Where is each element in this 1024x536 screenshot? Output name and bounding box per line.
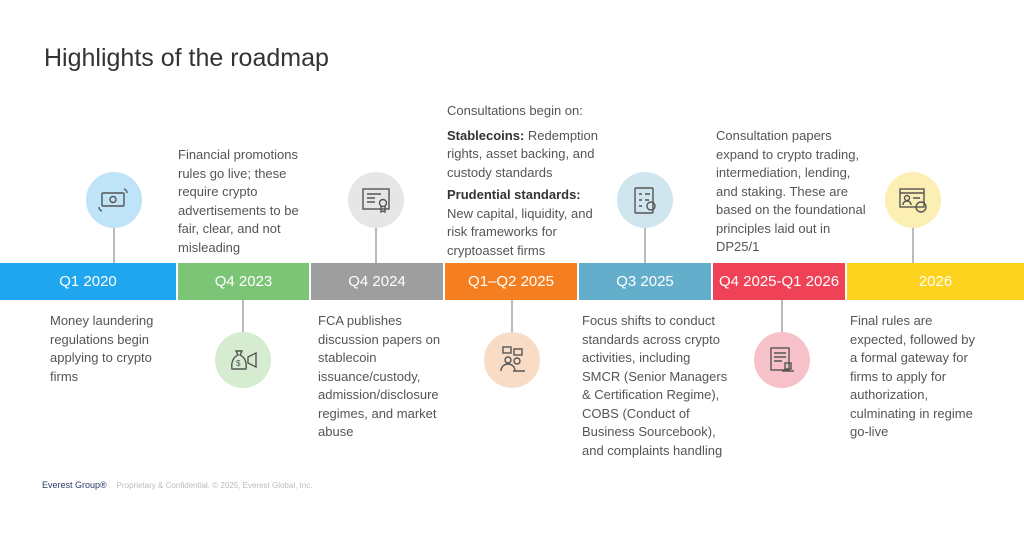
stablecoins-item: Stablecoins: Redemption rights, asset ba…	[447, 127, 603, 183]
milestone-text: Money laundering regulations begin apply…	[50, 313, 154, 384]
consultation-icon	[484, 332, 540, 388]
footer-text: Proprietary & Confidential. © 2025, Ever…	[116, 480, 313, 490]
milestone-text: Focus shifts to conduct standards across…	[582, 313, 728, 458]
connector	[113, 228, 115, 263]
legal-document-icon	[754, 332, 810, 388]
milestone-text: Final rules are expected, followed by a …	[850, 313, 976, 439]
connector	[375, 228, 377, 263]
footer: Everest Group® Proprietary & Confidentia…	[42, 480, 312, 490]
segment-q4-2023: Q4 2023	[178, 263, 309, 300]
connector	[912, 228, 914, 263]
connector	[511, 300, 513, 332]
money-bag-megaphone-icon: $	[215, 332, 271, 388]
money-exchange-icon	[86, 172, 142, 228]
segment-q1-q2-2025: Q1–Q2 2025	[445, 263, 577, 300]
segment-q1-2020: Q1 2020	[0, 263, 176, 300]
everest-logo: Everest Group®	[42, 480, 107, 490]
prudential-item: Prudential standards: New capital, liqui…	[447, 186, 603, 260]
page-title: Highlights of the roadmap	[44, 44, 329, 72]
item-heading: Prudential standards:	[447, 187, 581, 202]
milestone-text: FCA publishes discussion papers on stabl…	[318, 313, 441, 439]
item-heading: Stablecoins:	[447, 127, 525, 143]
checklist-gear-icon	[617, 172, 673, 228]
segment-label: Q4 2025-Q1 2026	[718, 273, 840, 290]
svg-text:$: $	[236, 359, 241, 368]
segment-label: 2026	[918, 273, 953, 290]
segment-label: Q4 2024	[348, 273, 406, 290]
segment-q3-2025: Q3 2025	[579, 263, 711, 300]
profile-gear-icon	[885, 172, 941, 228]
connector	[644, 228, 646, 263]
certificate-icon	[348, 172, 404, 228]
milestone-text: Consultation papers expand to crypto tra…	[716, 128, 866, 254]
segment-q4-2024: Q4 2024	[311, 263, 443, 300]
segment-label: Q1–Q2 2025	[468, 273, 554, 290]
connector	[781, 300, 783, 332]
milestone-text-consultations: Consultations begin on: Stablecoins: Red…	[447, 102, 603, 260]
connector	[242, 300, 244, 332]
intro: Consultations begin on:	[447, 103, 583, 118]
segment-2026: 2026	[847, 263, 1024, 300]
item-text: New capital, liquidity, and risk framewo…	[447, 205, 593, 258]
segment-q4-2025-q1-2026: Q4 2025-Q1 2026	[713, 263, 845, 300]
segment-label: Q3 2025	[616, 273, 674, 290]
milestone-text: Financial promotions rules go live; thes…	[178, 147, 299, 255]
item-text: Redemption rights, asset backing, and cu…	[447, 127, 599, 180]
segment-label: Q1 2020	[59, 273, 117, 290]
segment-label: Q4 2023	[214, 273, 273, 290]
